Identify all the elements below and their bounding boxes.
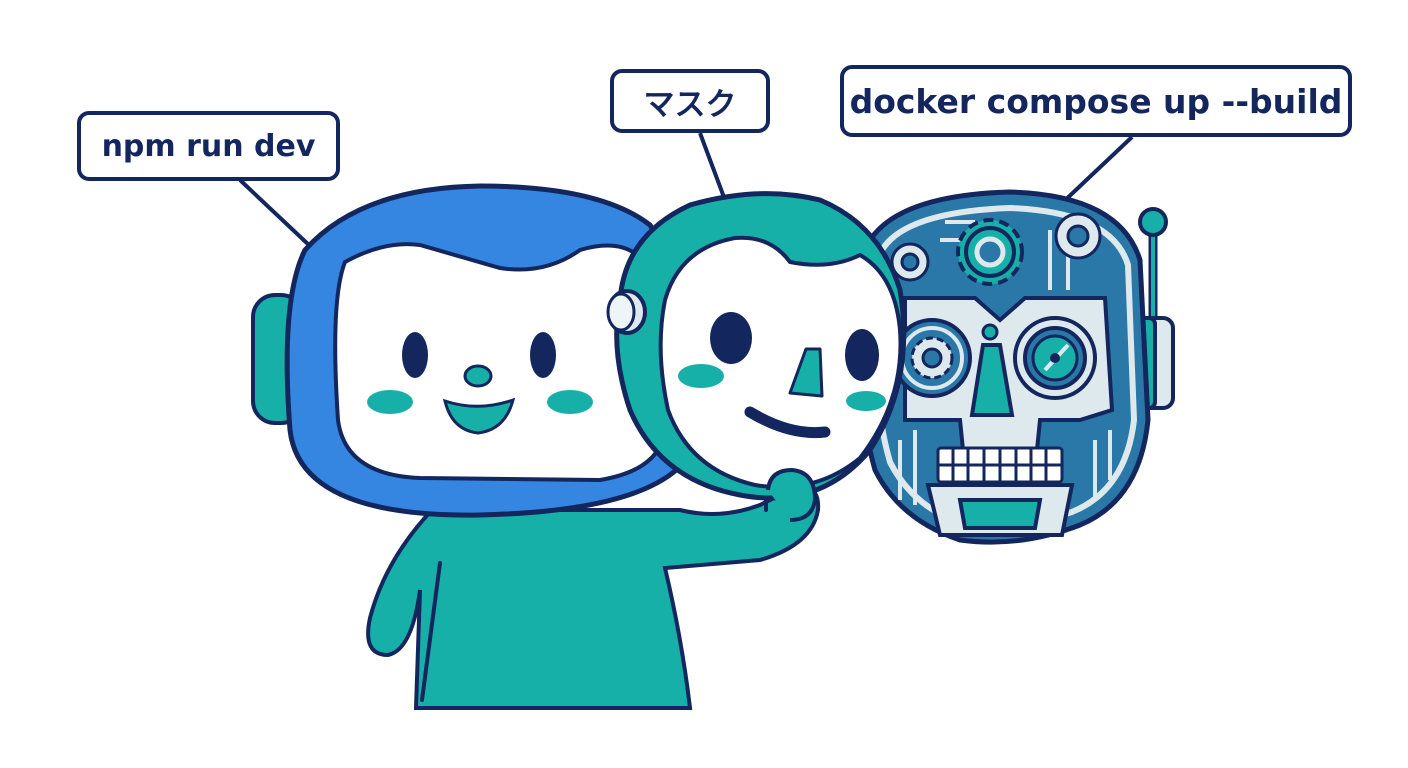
smile <box>442 397 516 435</box>
friendly-robot-icon <box>251 183 821 710</box>
label-mask: マスク <box>610 69 770 133</box>
gear-icon <box>890 212 1102 282</box>
right-eye <box>530 332 556 378</box>
nose <box>463 364 493 388</box>
callout-lines <box>238 132 1134 248</box>
mask-right-eye <box>845 329 879 381</box>
label-text: npm run dev <box>101 128 316 164</box>
label-npm-run-dev: npm run dev <box>77 111 340 181</box>
label-text: マスク <box>643 86 737 123</box>
mask-smile <box>744 406 831 439</box>
face-mask-icon <box>606 191 907 522</box>
mask-left-eye <box>710 312 752 364</box>
label-docker-compose: docker compose up --build <box>840 65 1352 137</box>
mechanical-robot-icon <box>857 189 1175 545</box>
mask-nose <box>788 347 824 398</box>
teeth <box>936 446 1064 484</box>
gear-icon <box>956 218 1024 286</box>
left-eye <box>402 332 428 378</box>
label-text: docker compose up --build <box>849 81 1343 121</box>
